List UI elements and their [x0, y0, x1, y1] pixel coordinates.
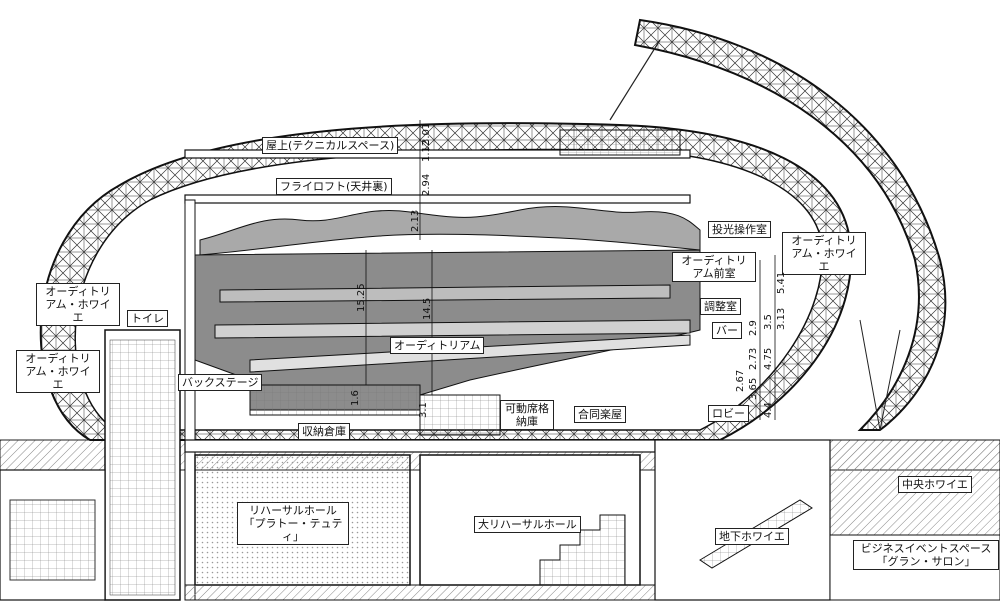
dim-2-94: 2.94: [421, 173, 432, 196]
dim-3-13: 3.13: [776, 307, 787, 330]
roof-equipment: [559, 129, 681, 156]
dim-2-73: 2.73: [748, 347, 759, 370]
label-adjust-room: 調整室: [700, 298, 741, 315]
auditorium-ceiling: [199, 206, 701, 256]
movable-seat-bay: [419, 394, 501, 436]
balcony-tier-2: [214, 319, 691, 339]
label-central-foyer: 中央ホワイエ: [898, 476, 972, 493]
dim-14-5: 14.5: [422, 297, 433, 320]
dim-3-65: 3.65: [748, 377, 759, 400]
dim-4-4: 4.4: [763, 402, 774, 418]
label-auditorium: オーディトリアム: [390, 337, 485, 354]
label-auditorium-foyer-left-bottom: オーディトリアム・ホワイエ: [16, 350, 100, 393]
dim-1-6: 1.6: [350, 390, 361, 406]
label-rehearsal-hall-large: 大リハーサルホール: [474, 516, 581, 533]
label-auditorium-foyer-left-top: オーディトリアム・ホワイエ: [36, 283, 120, 326]
label-auditorium-foyer-right: オーディトリアム・ホワイエ: [782, 232, 866, 275]
dim-15-25: 15.25: [356, 283, 367, 312]
left-outer-windows: [9, 499, 96, 581]
label-joint-dressing-room: 合同楽屋: [574, 406, 626, 423]
dim-5-41: 5.41: [776, 271, 787, 294]
backstage-column: [184, 199, 196, 601]
label-bar: バー: [712, 322, 742, 339]
dim-3-01: 3.01: [421, 122, 432, 145]
label-backstage: バックステージ: [178, 374, 263, 391]
left-core-inner: [109, 339, 176, 596]
foundation: [184, 584, 656, 601]
label-movable-seat-storage: 可動席格納庫: [500, 400, 554, 430]
balcony-tier-1: [219, 284, 671, 303]
label-toilet: トイレ: [127, 310, 168, 327]
label-fly-loft: フライロフト(天井裏): [276, 178, 392, 195]
right-lower-block: [654, 439, 831, 601]
label-business-event-space: ビジネスイベントスペース「グラン・サロン」: [853, 540, 999, 570]
label-roof-technical: 屋上(テクニカルスペース): [262, 137, 399, 154]
dim-4-75: 4.75: [763, 347, 774, 370]
dim-3-1: 3.1: [418, 402, 429, 418]
label-rehearsal-hall-small: リハーサルホール「プラトー・テュティ」: [237, 502, 349, 545]
dim-3-5: 3.5: [763, 314, 774, 330]
label-auditorium-front-room: オーディトリアム前室: [672, 252, 756, 282]
dim-2-67: 2.67: [735, 369, 746, 392]
label-lobby: ロビー: [708, 405, 749, 422]
stage-structure: [249, 384, 421, 416]
arch-cable: [609, 39, 661, 121]
label-storage: 収納倉庫: [298, 423, 350, 440]
label-projection-room: 投光操作室: [708, 221, 771, 238]
basement-slab: [184, 439, 656, 453]
fly-loft-floor: [184, 194, 691, 204]
arch-stay: [859, 319, 901, 431]
label-basement-foyer: 地下ホワイエ: [715, 528, 789, 545]
dim-2-13: 2.13: [410, 209, 421, 232]
roof-floor: [184, 149, 691, 159]
dim-2-9: 2.9: [748, 320, 759, 336]
